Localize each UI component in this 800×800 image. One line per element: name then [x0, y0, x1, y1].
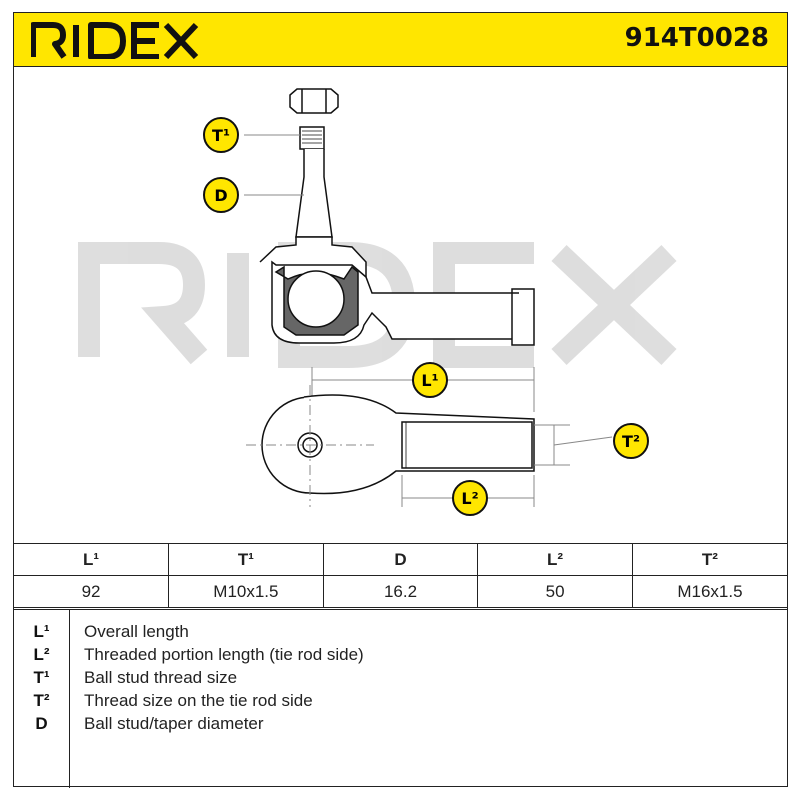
- callout-t2: T²: [613, 423, 649, 459]
- tie-rod-end-drawing: T¹ D L¹ T² L²: [78, 88, 677, 516]
- legend-item: D Ball stud/taper diameter: [14, 714, 787, 736]
- technical-drawing: T¹ D L¹ T² L²: [14, 67, 787, 543]
- legend-item: L² Threaded portion length (tie rod side…: [14, 645, 787, 667]
- svg-text:T²: T²: [622, 432, 640, 451]
- specs-value-row: 92 M10x1.5 16.2 50 M16x1.5: [14, 575, 787, 608]
- specs-table: L¹ T¹ D L² T² 92 M10x1.5 16.2 50 M16x1.5: [14, 543, 787, 608]
- header-bar: 914T0028: [14, 13, 787, 67]
- spec-header-t1: T¹: [168, 543, 324, 576]
- svg-text:T¹: T¹: [212, 126, 230, 145]
- legend-item: L¹ Overall length: [14, 622, 787, 644]
- svg-text:D: D: [214, 186, 227, 205]
- callout-l2: L²: [452, 480, 488, 516]
- legend-key: L²: [33, 645, 50, 664]
- legend-key: D: [35, 714, 48, 733]
- svg-text:L¹: L¹: [421, 371, 438, 390]
- legend-desc: Threaded portion length (tie rod side): [84, 645, 364, 664]
- legend-item: T¹ Ball stud thread size: [14, 668, 787, 690]
- legend-desc: Thread size on the tie rod side: [84, 691, 313, 710]
- legend: L¹ Overall length L² Threaded portion le…: [14, 609, 787, 788]
- spec-value-l2: 50: [477, 575, 633, 608]
- top-view: [261, 394, 535, 495]
- callout-l1: L¹: [412, 362, 448, 398]
- spec-header-t2: T²: [631, 543, 787, 576]
- callout-t1: T¹: [203, 117, 239, 153]
- ridex-logo: [31, 22, 199, 59]
- svg-text:L²: L²: [461, 489, 478, 508]
- legend-key: T¹: [33, 668, 50, 687]
- spec-header-d: D: [322, 543, 479, 576]
- spec-header-l2: L²: [477, 543, 633, 576]
- legend-divider: [69, 610, 70, 788]
- legend-desc: Overall length: [84, 622, 189, 641]
- spec-value-d: 16.2: [322, 575, 479, 608]
- part-number: 914T0028: [624, 23, 769, 53]
- legend-desc: Ball stud/taper diameter: [84, 714, 264, 733]
- specs-header-row: L¹ T¹ D L² T²: [14, 543, 787, 576]
- side-view: [259, 88, 535, 346]
- legend-key: L¹: [33, 622, 50, 641]
- legend-key: T²: [33, 691, 50, 710]
- centerlines: [246, 385, 613, 507]
- spec-value-l1: 92: [14, 575, 170, 608]
- spec-value-t2: M16x1.5: [631, 575, 787, 608]
- spec-header-l1: L¹: [14, 543, 170, 576]
- legend-item: T² Thread size on the tie rod side: [14, 691, 787, 713]
- legend-desc: Ball stud thread size: [84, 668, 238, 687]
- product-sheet: 914T0028: [13, 12, 788, 788]
- spec-value-t1: M10x1.5: [168, 575, 324, 608]
- callout-d: D: [203, 177, 239, 213]
